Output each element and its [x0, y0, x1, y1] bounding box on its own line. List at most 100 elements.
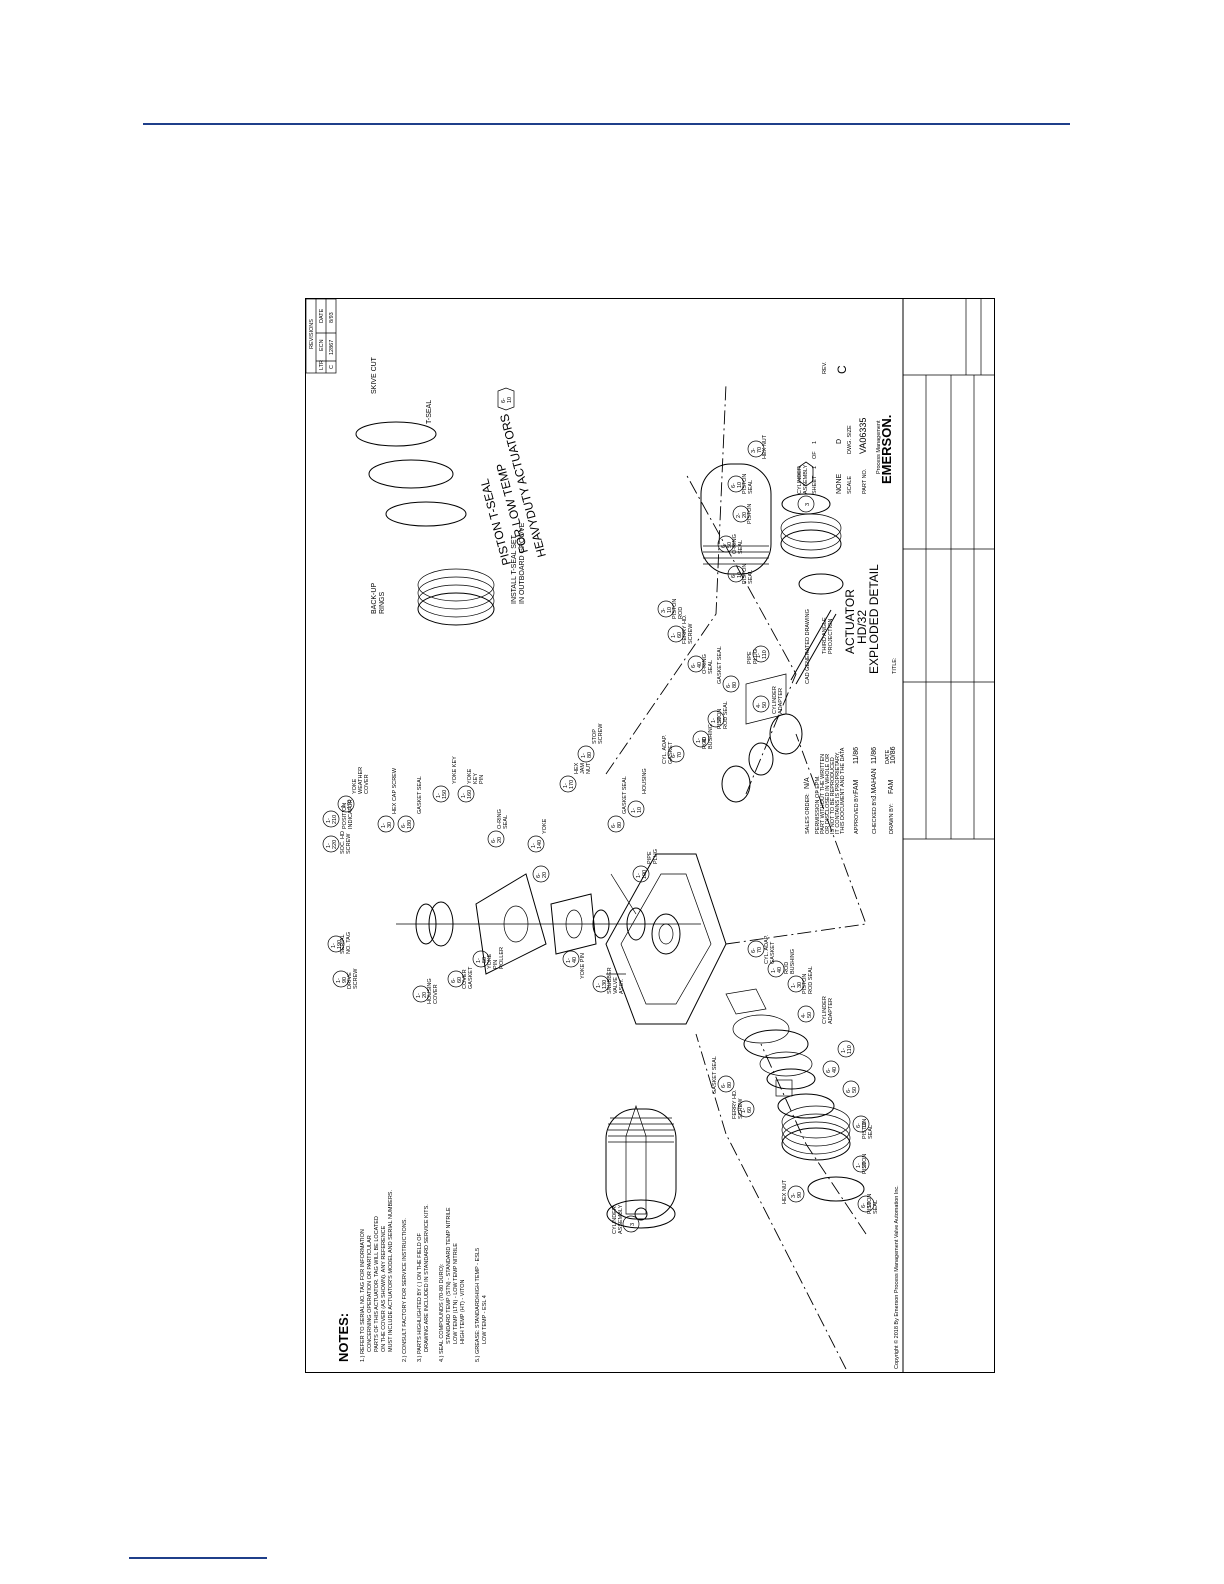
label-cylinder-adapter: CYLINDER: [772, 686, 778, 714]
header-rule: [143, 123, 1070, 125]
tag-6-10: 10: [867, 1202, 873, 1208]
label-cyl-adap-gasket: CYL. ADAP.: [662, 734, 668, 764]
label-hex-jam-nut: JAM: [580, 763, 586, 774]
tag-1-60: 60: [677, 632, 683, 638]
title-block-text: DRAWN BY: FAM DATE 10/86 CHECKED BY: J.M…: [804, 361, 900, 1369]
tag-1-50: 1-: [476, 958, 482, 963]
label-gasket-seal: GASKET SEAL: [717, 646, 723, 684]
rev-row-ltr: C: [329, 365, 335, 369]
tag-1-40: 1-: [771, 968, 777, 973]
note-line: STANDARD TEMP (STN) - STANDARD TEMP NITR…: [446, 1207, 452, 1344]
label-drive-screw: SCREW: [353, 968, 359, 989]
label-cylinder-adapter: ADAPTER: [828, 998, 834, 1024]
tag-4-50: 50: [807, 1012, 813, 1018]
notice-line: PERMISSION OF EPM.: [815, 775, 821, 834]
tag-1-110: 1-: [756, 653, 762, 658]
approved-by: FAM: [853, 779, 860, 794]
tag-1-90: 1-: [336, 978, 342, 983]
label-piston-rod-seal: ROD SEAL: [808, 966, 814, 994]
tag-6-40: 40: [832, 1067, 838, 1073]
tag-6-10: 6-: [731, 573, 737, 578]
tag-6-20: 20: [542, 872, 548, 878]
label-cylinder-assembly: ASSEMBLY: [618, 1204, 624, 1234]
note-line: 2.) CONSULT FACTORY FOR SERVICE INSTRUCT…: [402, 1218, 408, 1362]
third-angle: PROJECTION: [828, 619, 834, 654]
title-block: [902, 299, 994, 1372]
tag-3-90: 3-: [791, 1193, 797, 1198]
label-yoke-pin-roller: PIN: [493, 960, 499, 969]
drawing-content: NOTES: 1.) REFER TO SERIAL NO. TAG FOR I…: [322, 356, 900, 1370]
label-yoke-pin: YOKE PIN: [580, 953, 586, 979]
tag-1-190: 190: [337, 940, 343, 949]
tag-1-100: 100: [642, 870, 648, 879]
tag-6-50: 50: [852, 1087, 858, 1093]
right-piston-group: [700, 461, 844, 803]
label-pipe-plug: PLUG: [753, 649, 759, 664]
notes-heading: NOTES:: [336, 1313, 351, 1362]
rev-col-ltr: LTR: [319, 360, 325, 370]
note-line: PARTS OF THIS ACTUATOR. TAG WILL BE LOCA…: [374, 1216, 380, 1352]
tag-1-190: 1-: [331, 943, 337, 948]
tag-3-70: 3-: [751, 448, 757, 453]
tag-3-90: 90: [797, 1192, 803, 1198]
part-no: VA06335: [858, 418, 868, 454]
tag-6-50: 6-: [721, 543, 727, 548]
part-no-label: PART NO.: [862, 468, 868, 494]
label-rod-bushing: ROD: [702, 737, 708, 749]
tag-1-160: 160: [467, 790, 473, 799]
copyright: Copyright © 2018 By Emerson Process Mana…: [893, 1185, 900, 1369]
notice-line: OR DISCLOSED IN WHOLE OR: [825, 754, 831, 834]
label-cover-gasket: COVER: [462, 969, 468, 989]
tag-1-80: 80: [587, 752, 593, 758]
of: 1: [812, 441, 818, 444]
label-piston-seal: PISTON: [742, 474, 748, 494]
label-ferry-screw: FERRY HD.: [732, 1089, 738, 1119]
tag-1-220: 1-: [326, 843, 332, 848]
note-line: 3.) PARTS HIGHLIGHTED BY ( ) ON THE FIEL…: [417, 1232, 423, 1362]
label-ferry-screw: SCREW: [738, 1098, 744, 1119]
label-oring-seal: O-RING: [702, 654, 708, 674]
rev-row-ecn: 12867: [329, 340, 335, 355]
label-gasket-seal: GASKET SEAL: [417, 776, 423, 814]
note-line: ON THE COVER (AS SHOWN). ANY REFERENCE: [381, 1225, 387, 1352]
note-line: CONCERNING OPERATION OR PARTICULAR: [367, 1235, 373, 1352]
label-stop-screw: STOP: [592, 729, 598, 744]
tag-6-50: 6-: [846, 1088, 852, 1093]
tag-1-170: 170: [347, 800, 353, 809]
rev-label: REV.: [822, 361, 828, 374]
tag-1-30: 1-: [711, 718, 717, 723]
label-oring-seal: O-RING: [732, 534, 738, 554]
label-position-indicator: POSITION: [342, 803, 348, 829]
tag-6-40: 6-: [691, 663, 697, 668]
label-cyl-adap-gasket: GASKET: [770, 941, 776, 964]
label-piston-rod-seal: ROD SEAL: [723, 701, 729, 729]
rev-col-ecn: ECN: [319, 339, 325, 351]
tag-1-20: 20: [422, 992, 428, 998]
of-label: OF: [812, 451, 818, 459]
label-piston-rod-seal: PISTON: [717, 709, 723, 729]
tag-4-50: 50: [762, 702, 768, 708]
label-drive-screw: DRIVE: [347, 972, 353, 989]
tag-1-80: 1-: [581, 753, 587, 758]
tag-6-20: 6-: [536, 873, 542, 878]
tag-1-170: 1-: [341, 803, 347, 808]
label-cylinder-adapter: ADAPTER: [778, 688, 784, 714]
label-piston-rod-seal: PISTON: [802, 974, 808, 994]
label-hex-nut: HEX NUT: [762, 434, 768, 459]
tseal-tag: 6- 10: [497, 387, 515, 411]
tag-6-70: 6-: [751, 948, 757, 953]
exploded-drawing-svg: REVISIONS LTR ECN DATE C 12867 8/93 NOTE…: [306, 299, 994, 1372]
tag-1-170: 170: [569, 780, 575, 789]
label-snubber-valve: ASSY.: [619, 978, 625, 994]
drawn-by: FAM: [888, 779, 895, 794]
tag-1-90: 90: [342, 977, 348, 983]
tag-1-140: 140: [537, 840, 543, 849]
label-pipe-plug: PIPE: [747, 651, 753, 664]
label-piston-seal: SEAL: [748, 570, 754, 584]
third-angle: THIRD ANGLE: [822, 617, 828, 654]
label-piston-seal: SEAL: [748, 480, 754, 494]
tag-6-180: 180: [407, 820, 413, 829]
tag-1-210: 1-: [326, 818, 332, 823]
tag-1-160: 1-: [461, 793, 467, 798]
label-cylinder-assembly: CYLINDER: [797, 466, 803, 494]
